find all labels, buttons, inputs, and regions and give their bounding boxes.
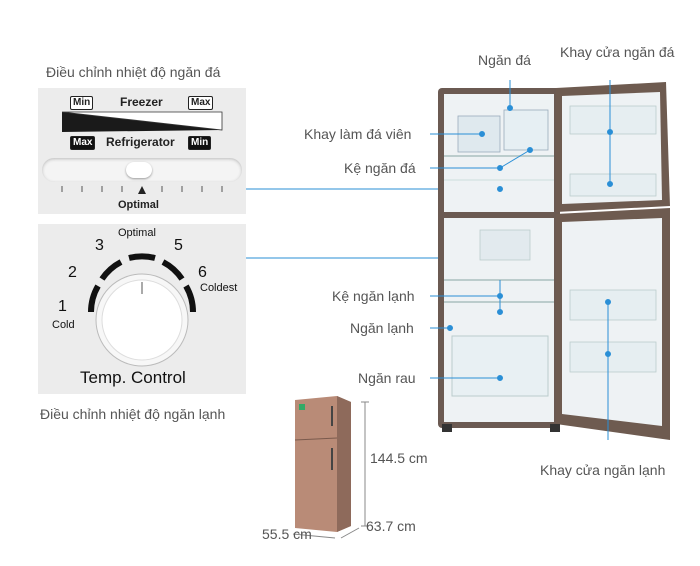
min-label-bottom: Min <box>188 136 212 150</box>
dial-number-1: 1 <box>58 298 67 315</box>
callout-khay-cua-ngan-da: Khay cửa ngăn đá <box>560 44 675 60</box>
min-label-top: Min <box>70 96 94 110</box>
slider-knob[interactable] <box>126 162 152 178</box>
gradient-wedge <box>62 111 223 132</box>
dimension-depth: 63.7 cm <box>366 518 416 534</box>
dial-number-5: 5 <box>174 237 183 254</box>
callout-khay-cua-ngan-lanh: Khay cửa ngăn lạnh <box>540 462 666 478</box>
dial-coldest-label: Coldest <box>200 282 238 294</box>
freezer-control-caption: Điều chỉnh nhiệt độ ngăn đá <box>46 64 221 80</box>
refrigerator-label: Refrigerator <box>106 135 175 149</box>
dial-cold-label: Cold <box>52 319 75 331</box>
open-fridge-illustration <box>430 80 670 440</box>
dial-number-2: 2 <box>68 264 77 281</box>
freezer-label: Freezer <box>120 95 163 109</box>
dial-optimal-label: Optimal <box>118 227 156 239</box>
callout-ngan-lanh: Ngăn lạnh <box>350 320 414 336</box>
dial-number-6: 6 <box>198 264 207 281</box>
dimension-width: 55.5 cm <box>262 526 312 542</box>
callout-ngan-da: Ngăn đá <box>478 52 531 68</box>
fridge-control-caption: Điều chỉnh nhiệt độ ngăn lạnh <box>40 406 226 422</box>
freezer-control-panel: Min Freezer Max Max Refrigerator Min Opt… <box>38 88 246 214</box>
dial-number-3: 3 <box>95 237 104 254</box>
max-label-top: Max <box>188 96 214 110</box>
callout-ke-ngan-lanh: Kệ ngăn lạnh <box>332 288 415 304</box>
closed-fridge-illustration <box>292 396 369 539</box>
dial-graphic <box>88 253 196 367</box>
callout-ke-ngan-da: Kệ ngăn đá <box>344 160 416 176</box>
callout-khay-lam-da-vien: Khay làm đá viên <box>304 126 412 142</box>
slider-ticks <box>61 186 223 194</box>
dimension-height: 144.5 cm <box>370 450 428 466</box>
optimal-label: Optimal <box>118 199 159 211</box>
temp-control-title: Temp. Control <box>80 368 186 387</box>
max-label-bottom: Max <box>70 136 96 150</box>
temp-control-panel: 1 2 3 5 6 Optimal Coldest Cold Temp. Con… <box>38 224 246 394</box>
callout-ngan-rau: Ngăn rau <box>358 370 416 386</box>
